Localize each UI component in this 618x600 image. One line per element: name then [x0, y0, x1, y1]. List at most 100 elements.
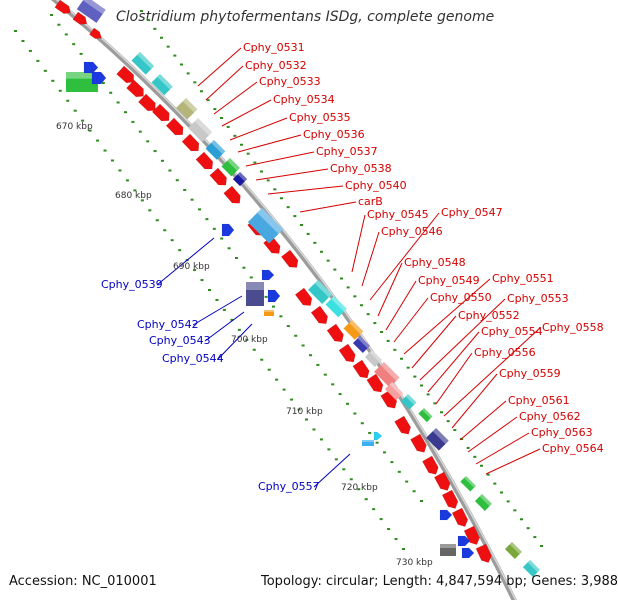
kbp-tick-label: 690 kbp: [173, 262, 210, 272]
gc-dot: [293, 215, 297, 218]
gc-dot: [51, 79, 55, 82]
gene-label-forward[interactable]: Cphy_0558: [542, 321, 604, 334]
gene-label-forward[interactable]: Cphy_0550: [430, 291, 492, 304]
gc-dot: [520, 518, 523, 521]
gc-dot: [397, 470, 401, 473]
gene-label-forward[interactable]: Cphy_0547: [441, 206, 503, 219]
gene-label-forward[interactable]: Cphy_0545: [367, 208, 429, 221]
gene-label-forward[interactable]: Cphy_0535: [289, 111, 351, 124]
gc-dot: [58, 89, 62, 92]
gc-dot: [36, 59, 40, 62]
feature-box: [188, 118, 213, 143]
gc-dot: [131, 120, 135, 123]
feature-arrow: [54, 0, 71, 14]
gene-label-forward[interactable]: Cphy_0534: [273, 93, 335, 106]
gene-label-forward[interactable]: Cphy_0549: [418, 274, 480, 287]
feature-box: [76, 0, 106, 23]
gene-label-forward[interactable]: Cphy_0536: [303, 128, 365, 141]
feature-arrow: [422, 455, 439, 475]
kbp-tick-label: 700 kbp: [231, 335, 268, 345]
leader-line: [217, 323, 253, 360]
feature-arrow: [433, 471, 451, 491]
gc-dot: [500, 491, 503, 494]
feature-arrow: [441, 489, 459, 509]
genome-map: Cphy_0531Cphy_0532Cphy_0533Cphy_0534Cphy…: [14, 0, 604, 600]
gc-dot: [420, 384, 423, 387]
gc-dot: [282, 388, 286, 391]
gc-dot: [305, 418, 308, 421]
gc-dot: [240, 143, 243, 146]
feature-box: [460, 476, 476, 492]
gene-label-forward[interactable]: Cphy_0546: [381, 225, 443, 238]
gc-dot: [50, 14, 53, 16]
gene-label-forward[interactable]: Cphy_0552: [458, 309, 520, 322]
gene-label-forward[interactable]: Cphy_0559: [499, 367, 561, 380]
leader-line: [459, 400, 507, 441]
feature-arrow: [475, 543, 492, 563]
feature-arrow: [326, 323, 344, 343]
gc-dot: [300, 224, 303, 226]
feature-arrow: [461, 547, 475, 559]
leader-line: [299, 201, 357, 213]
gc-dot: [235, 257, 238, 259]
gc-dot: [28, 49, 32, 52]
gc-dot: [148, 209, 152, 212]
feature-box: [374, 362, 400, 388]
gc-dot: [373, 322, 377, 325]
gc-dot: [400, 357, 403, 360]
gene-label-forward[interactable]: Cphy_0540: [345, 179, 407, 192]
feature-box: [362, 440, 374, 446]
gene-label-forward[interactable]: Cphy_0553: [507, 292, 569, 305]
gc-dot: [170, 239, 174, 242]
gene-label-forward[interactable]: Cphy_0556: [474, 346, 536, 359]
gene-label-forward[interactable]: Cphy_0554: [481, 325, 543, 338]
gene-label-forward[interactable]: Cphy_0532: [245, 59, 307, 72]
feature-box: [325, 296, 347, 318]
gene-label-reverse[interactable]: Cphy_0557: [258, 480, 320, 493]
gene-label-reverse[interactable]: Cphy_0544: [162, 352, 224, 365]
feature-box: [418, 408, 433, 423]
gc-dot: [412, 490, 416, 493]
gene-label-forward[interactable]: Cphy_0562: [519, 410, 581, 423]
label-leader-lines: [156, 47, 541, 488]
gc-dot: [198, 208, 201, 211]
feature-arrow: [280, 249, 299, 268]
gene-label-forward[interactable]: Cphy_0531: [243, 41, 305, 54]
gc-dot: [323, 373, 327, 376]
gene-label-forward[interactable]: Cphy_0551: [492, 272, 554, 285]
gene-label-forward[interactable]: Cphy_0563: [531, 426, 593, 439]
gc-dot: [405, 480, 409, 483]
accession-text: Accession: NC_010001: [9, 574, 157, 589]
leader-line: [435, 352, 473, 405]
leader-line: [485, 448, 541, 475]
gc-dot: [233, 134, 237, 137]
gc-dot: [153, 27, 157, 30]
gc-dot: [101, 82, 105, 85]
gc-dot: [208, 289, 211, 291]
gc-dot: [306, 232, 310, 235]
gc-dot: [267, 368, 271, 371]
gene-label-reverse[interactable]: Cphy_0539: [101, 278, 163, 291]
gene-label-forward[interactable]: Cphy_0548: [404, 256, 466, 269]
genome-backbone: [50, 0, 517, 600]
gene-label-reverse[interactable]: Cphy_0542: [137, 318, 199, 331]
gene-label-forward[interactable]: Cphy_0533: [259, 75, 321, 88]
gc-dot: [118, 169, 122, 172]
leader-line: [451, 373, 498, 429]
feature-arrow: [72, 11, 88, 25]
gene-label-reverse[interactable]: Cphy_0543: [149, 334, 211, 347]
gene-labels: Cphy_0531Cphy_0532Cphy_0533Cphy_0534Cphy…: [101, 41, 604, 493]
gc-dot: [360, 422, 364, 425]
gene-label-forward[interactable]: Cphy_0537: [316, 145, 378, 158]
kbp-tick-label: 720 kbp: [341, 483, 378, 493]
feature-box: [504, 542, 522, 559]
gene-label-forward[interactable]: Cphy_0564: [542, 442, 604, 455]
feature-arrow: [91, 71, 107, 85]
leader-line: [419, 298, 506, 381]
feature-arrow: [451, 507, 469, 527]
gc-dot: [540, 545, 543, 547]
gene-label-forward[interactable]: Cphy_0538: [330, 162, 392, 175]
gene-label-forward[interactable]: Cphy_0561: [508, 394, 570, 407]
leader-line: [221, 99, 272, 127]
gene-label-forward[interactable]: carB: [358, 195, 383, 208]
